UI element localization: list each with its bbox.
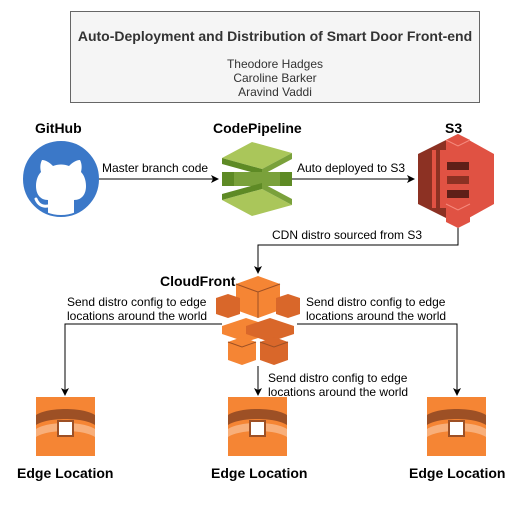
- edge-label-send-right-line1: Send distro config to edge: [306, 295, 446, 309]
- author-1: Theodore Hadges: [226, 57, 324, 71]
- edge-location-label-right: Edge Location: [409, 465, 506, 481]
- edge-label-send-right: Send distro config to edge locations aro…: [306, 295, 446, 323]
- edge-label-send-left: Send distro config to edge locations aro…: [67, 295, 207, 323]
- title-box: Auto-Deployment and Distribution of Smar…: [70, 11, 480, 103]
- edge-label-send-right-line2: locations around the world: [306, 309, 447, 323]
- cloudfront-label: CloudFront: [160, 273, 236, 289]
- aws-edge-location-icon: [228, 397, 287, 456]
- edge-label-master-branch: Master branch code: [102, 161, 209, 175]
- connectors: [61, 175, 461, 396]
- aws-s3-icon: [418, 134, 494, 228]
- edge-label-send-middle-line2: locations around the world: [268, 385, 409, 399]
- edge-label-send-left-line1: Send distro config to edge: [67, 295, 207, 309]
- codepipeline-label: CodePipeline: [213, 120, 302, 136]
- aws-edge-location-icon: [427, 397, 486, 456]
- aws-cloudfront-icon: [216, 276, 300, 365]
- s3-label: S3: [445, 120, 463, 136]
- edge-label-auto-deployed: Auto deployed to S3: [297, 161, 406, 175]
- edge-label-send-middle-line1: Send distro config to edge: [268, 371, 408, 385]
- edge-location-label-middle: Edge Location: [211, 465, 308, 481]
- edge-location-label-left: Edge Location: [17, 465, 114, 481]
- aws-edge-location-icon: [36, 397, 95, 456]
- author-3: Aravind Vaddi: [238, 85, 312, 99]
- diagram-title: Auto-Deployment and Distribution of Smar…: [77, 28, 473, 44]
- author-2: Caroline Barker: [233, 71, 317, 85]
- github-logo-icon: [23, 141, 99, 217]
- aws-codepipeline-icon: [222, 142, 292, 216]
- edge-label-cdn-distro: CDN distro sourced from S3: [272, 228, 423, 242]
- edge-cloudfront-to-right: [297, 323, 461, 396]
- github-label: GitHub: [35, 120, 82, 136]
- edge-s3-to-cloudfront: [254, 225, 459, 274]
- edge-cloudfront-to-left: [61, 323, 222, 396]
- edge-label-send-left-line2: locations around the world: [67, 309, 208, 323]
- edge-label-send-middle: Send distro config to edge locations aro…: [268, 371, 408, 399]
